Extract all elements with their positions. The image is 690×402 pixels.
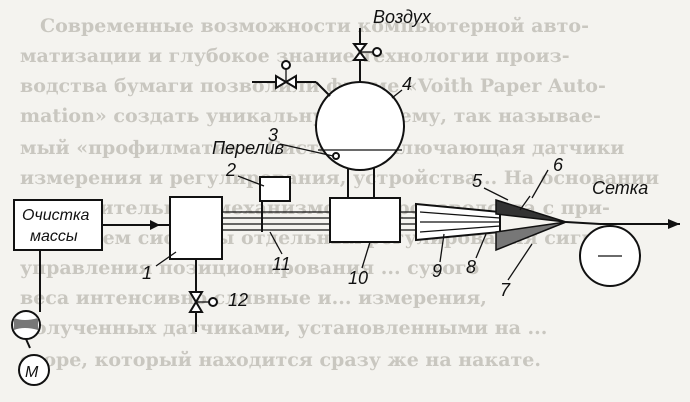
overflow-line bbox=[279, 143, 334, 157]
header-box bbox=[329, 197, 401, 243]
mass-cleaning-label-2: массы bbox=[30, 228, 78, 245]
wire-arrow bbox=[668, 219, 680, 229]
num-10: 10 bbox=[348, 268, 368, 288]
air-valve-bottom bbox=[352, 50, 368, 61]
drain-valve-bottom bbox=[188, 300, 204, 313]
pump-shading bbox=[14, 318, 38, 330]
overflow-label: Перелив bbox=[212, 138, 284, 158]
bg-line-10: веса интенсивно сливные и... измерения, bbox=[20, 287, 487, 309]
jet bbox=[565, 221, 601, 225]
num-5: 5 bbox=[472, 171, 483, 191]
air-valve-actuator bbox=[372, 47, 382, 57]
nozzle-line-1 bbox=[419, 211, 501, 219]
mesh-label: Сетка bbox=[592, 178, 648, 198]
bg-line-3: водства бумаги позволили фирме «Voith Pa… bbox=[20, 75, 606, 97]
num-11: 11 bbox=[272, 254, 291, 274]
distributor-box bbox=[169, 196, 223, 260]
bg-line-9: управления позиционирования ... сухого bbox=[20, 257, 479, 279]
motor-icon bbox=[18, 354, 50, 386]
num-4: 4 bbox=[402, 74, 412, 94]
leader-1 bbox=[155, 251, 177, 267]
num-1: 1 bbox=[142, 263, 152, 283]
lower-lip bbox=[495, 221, 567, 252]
bg-line-12: сторе, который находится сразу же на нак… bbox=[20, 349, 541, 371]
overflow-probe bbox=[332, 152, 340, 160]
num-3: 3 bbox=[268, 125, 278, 145]
feed-arrow bbox=[150, 220, 160, 230]
leader-6 bbox=[531, 169, 549, 199]
bg-line-2: матизации и глубокое знание технологии п… bbox=[20, 45, 570, 67]
side-valve-actuator bbox=[281, 60, 291, 70]
leader-10 bbox=[361, 241, 371, 269]
leader-11 bbox=[269, 231, 283, 255]
drain-valve-actuator bbox=[208, 297, 218, 307]
bg-line-11: полученных датчиками, установленными на … bbox=[20, 317, 547, 339]
motor-label: М bbox=[25, 364, 39, 381]
sensor-box bbox=[259, 176, 291, 202]
side-valve-left bbox=[275, 74, 288, 90]
nozzle-line-3 bbox=[419, 225, 501, 233]
bg-line-4: mation» создать уникальную систему, так … bbox=[20, 105, 601, 127]
num-8: 8 bbox=[466, 257, 476, 277]
num-2: 2 bbox=[225, 160, 236, 180]
air-valve-top bbox=[352, 43, 368, 54]
upper-lip bbox=[495, 198, 567, 223]
leader-9 bbox=[439, 233, 445, 263]
leader-2 bbox=[237, 175, 265, 187]
background-text: Современные возможности компьютерной авт… bbox=[20, 15, 659, 371]
leader-5 bbox=[483, 187, 509, 201]
tube-bundle bbox=[222, 211, 330, 231]
bg-line-1: Современные возможности компьютерной авт… bbox=[40, 15, 589, 37]
num-12: 12 bbox=[228, 290, 248, 310]
num-7: 7 bbox=[500, 280, 511, 300]
leader-4 bbox=[391, 89, 403, 99]
drain-valve-top bbox=[188, 291, 204, 304]
pump-motor-shaft bbox=[25, 338, 31, 349]
air-label: Воздух bbox=[373, 7, 432, 27]
leader-7 bbox=[507, 243, 533, 281]
side-air-to-chamber bbox=[315, 81, 331, 97]
lip-adjuster bbox=[519, 195, 531, 211]
side-valve-right bbox=[284, 74, 297, 90]
mass-cleaning-label-1: Очистка bbox=[22, 207, 90, 224]
num-9: 9 bbox=[432, 261, 442, 281]
leader-8 bbox=[475, 233, 487, 259]
num-6: 6 bbox=[553, 155, 564, 175]
bg-line-6: измерения и регулирования, устройства...… bbox=[20, 167, 659, 189]
